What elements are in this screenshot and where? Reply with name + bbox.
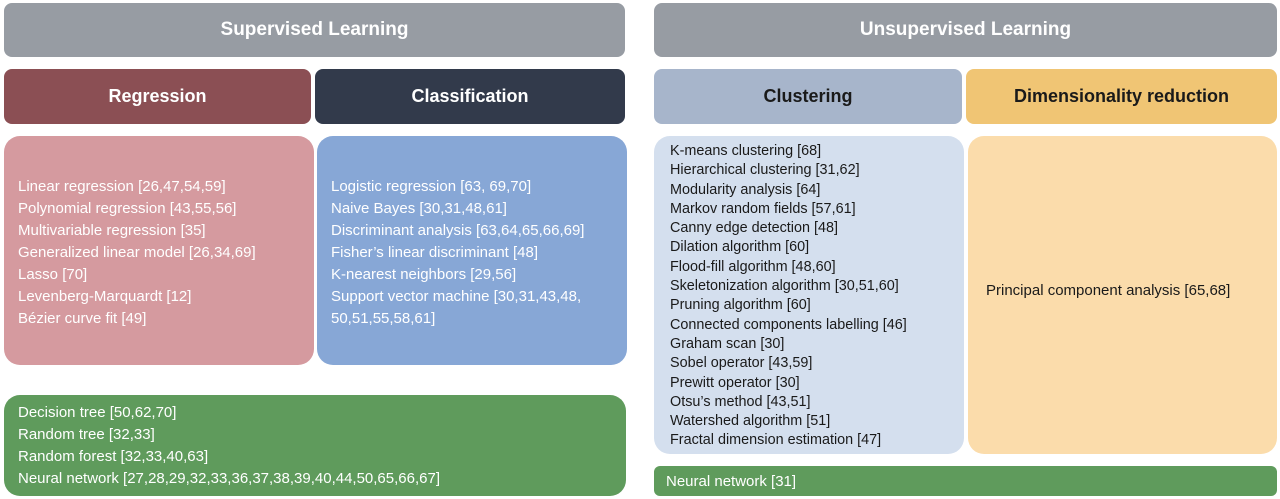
supervised-shared-list: Decision tree [50,62,70] Random tree [32… — [18, 402, 626, 490]
classification-title: Classification — [411, 86, 529, 106]
list-item: Dilation algorithm [60] — [670, 239, 810, 256]
list-item: Watershed algorithm [51] — [670, 413, 831, 430]
list-item: Graham scan [30] — [670, 335, 785, 352]
regression-list: Linear regression [26,47,54,59] Polynomi… — [18, 176, 314, 330]
list-item: Markov random fields [57,61] — [670, 200, 856, 217]
list-item: Bézier curve fit [49] — [18, 310, 147, 327]
supervised-learning-title: Supervised Learning — [220, 19, 409, 40]
unsupervised-shared-list: Neural network [31] — [666, 472, 1277, 491]
classification-box: Logistic regression [63, 69,70] Naive Ba… — [317, 136, 627, 365]
list-item: Sobel operator [43,59] — [670, 355, 813, 372]
list-item: Principal component analysis [65,68] — [986, 282, 1231, 300]
list-item: Naive Bayes [30,31,48,61] — [331, 200, 507, 217]
classification-list: Logistic regression [63, 69,70] Naive Ba… — [331, 176, 627, 330]
list-item: 50,51,55,58,61] — [331, 310, 436, 327]
list-item: Multivariable regression [35] — [18, 222, 206, 239]
regression-title: Regression — [108, 86, 207, 106]
dimensionality-reduction-title: Dimensionality reduction — [1013, 86, 1230, 106]
list-item: Flood-fill algorithm [48,60] — [670, 258, 836, 275]
list-item: Connected components labelling [46] — [670, 316, 907, 333]
list-item: Modularity analysis [64] — [670, 181, 821, 198]
dimensionality-reduction-header: Dimensionality reduction — [966, 69, 1277, 124]
list-item: Logistic regression [63, 69,70] — [331, 178, 532, 195]
list-item: K-nearest neighbors [29,56] — [331, 266, 517, 283]
clustering-title: Clustering — [763, 86, 853, 106]
list-item: Decision tree [50,62,70] — [18, 404, 177, 421]
clustering-header: Clustering — [654, 69, 962, 124]
list-item: K-means clustering [68] — [670, 143, 822, 159]
list-item: Otsu’s method [43,51] — [670, 393, 811, 410]
list-item: Skeletonization algorithm [30,51,60] — [670, 278, 899, 295]
regression-header: Regression — [4, 69, 311, 124]
list-item: Fisher’s linear discriminant [48] — [331, 244, 539, 261]
list-item: Random tree [32,33] — [18, 426, 155, 443]
list-item: Prewitt operator [30] — [670, 374, 800, 391]
clustering-list: K-means clustering [68] Hierarchical clu… — [670, 142, 964, 451]
list-item: Support vector machine [30,31,43,48, — [331, 288, 582, 305]
dimensionality-reduction-box: Principal component analysis [65,68] — [968, 136, 1277, 454]
list-item: Hierarchical clustering [31,62] — [670, 162, 860, 179]
list-item: Canny edge detection [48] — [670, 220, 839, 237]
unsupervised-learning-header: Unsupervised Learning — [654, 3, 1277, 57]
classification-header: Classification — [315, 69, 625, 124]
list-item: Discriminant analysis [63,64,65,66,69] — [331, 222, 585, 239]
list-item: Generalized linear model [26,34,69] — [18, 244, 256, 261]
supervised-shared-box: Decision tree [50,62,70] Random tree [32… — [4, 395, 626, 496]
unsupervised-shared-box: Neural network [31] — [654, 466, 1277, 496]
list-item: Polynomial regression [43,55,56] — [18, 200, 237, 217]
list-item: Levenberg-Marquardt [12] — [18, 288, 192, 305]
list-item: Pruning algorithm [60] — [670, 297, 811, 314]
list-item: Fractal dimension estimation [47] — [670, 432, 882, 449]
regression-box: Linear regression [26,47,54,59] Polynomi… — [4, 136, 314, 365]
list-item: Random forest [32,33,40,63] — [18, 448, 209, 465]
list-item: Neural network [31] — [666, 473, 797, 490]
dimensionality-reduction-list: Principal component analysis [65,68] — [986, 281, 1230, 300]
list-item: Neural network [27,28,29,32,33,36,37,38,… — [18, 470, 440, 487]
list-item: Linear regression [26,47,54,59] — [18, 178, 226, 195]
list-item: Lasso [70] — [18, 266, 88, 283]
unsupervised-learning-title: Unsupervised Learning — [859, 19, 1072, 40]
clustering-box: K-means clustering [68] Hierarchical clu… — [654, 136, 964, 454]
supervised-learning-header: Supervised Learning — [4, 3, 625, 57]
